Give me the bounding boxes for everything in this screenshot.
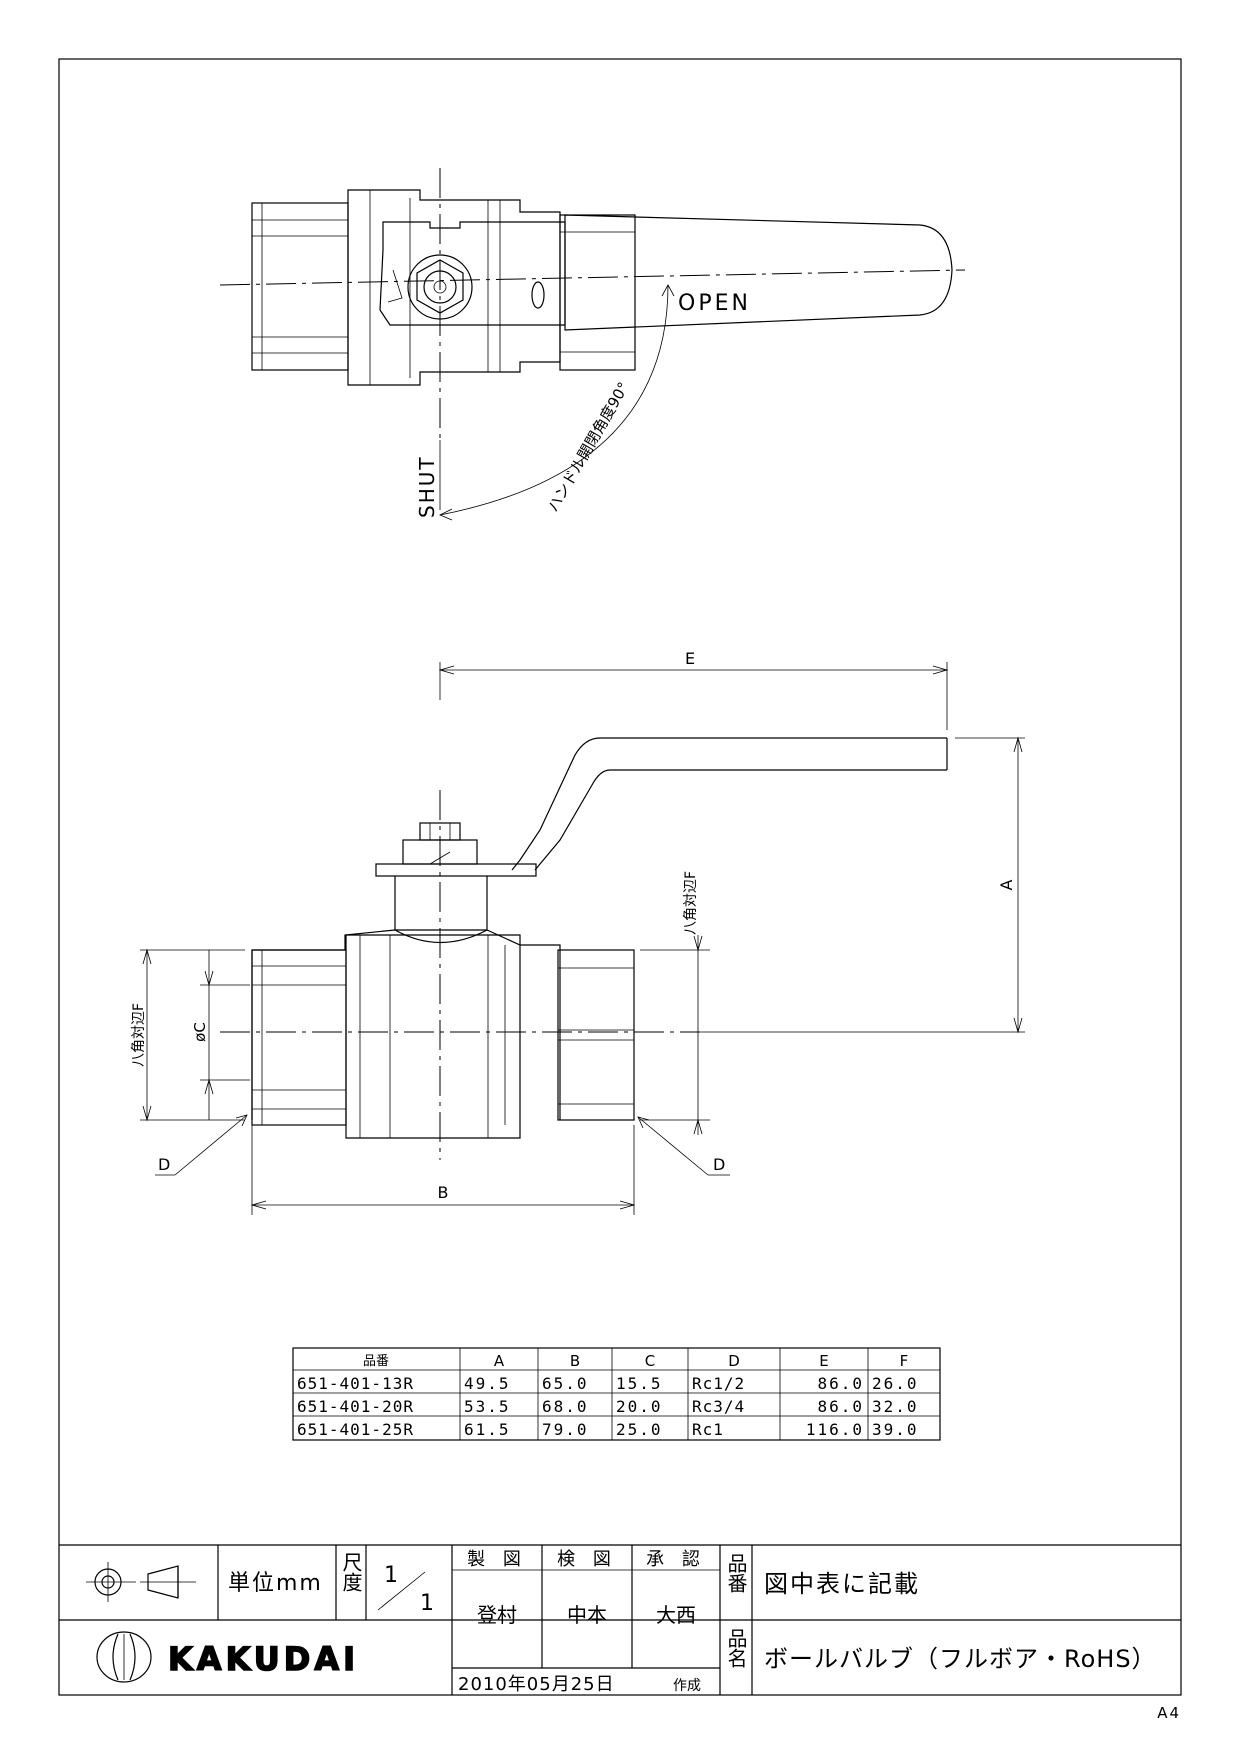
table-cell: 53.5 [464,1397,511,1416]
dim-label-d-left: D [158,1155,170,1174]
made-label: 製 図 [467,1549,527,1570]
scale-numerator: 1 [384,1563,398,1588]
table-header-f: F [900,1352,909,1370]
drawing-date: 2010年05月25日 [458,1674,615,1695]
table-header-c: C [645,1352,655,1370]
spec-table: 品番 A B C D E F 651-401-13R 49.5 65.0 15.… [292,1347,941,1441]
brand-wordmark: KAKUDAI [168,1640,359,1678]
title-block: 単位mm 尺度 1 1 製 図 検 図 承 認 登村 中本 大西 2010年05… [59,1544,1181,1695]
table-header-a: A [494,1352,505,1370]
dim-label-f-left: 八角対辺F [131,1003,147,1067]
table-header-b: B [570,1352,580,1370]
dim-label-b: B [438,1183,449,1202]
front-view-right-hex [557,949,635,1121]
front-view-ball-housing [345,934,521,1139]
approve-label: 承 認 [646,1549,706,1570]
handle-rotation-arc [439,284,669,516]
dim-label-c: øC [191,1022,209,1042]
table-cell: 86.0 [817,1374,864,1393]
dim-label-f-right: 八角対辺F [683,871,699,935]
table-cell: 86.0 [817,1397,864,1416]
top-view: OPEN SHUT ハンドル開閉角度90° [219,168,966,521]
table-header-part-no: 品番 [363,1354,389,1369]
table-cell: 25.0 [616,1420,663,1439]
top-view-body [347,189,561,386]
table-cell: Rc3/4 [692,1397,745,1416]
third-angle-projection-icon [86,1562,196,1602]
top-view-stem-plate [379,221,566,326]
front-view: E [131,649,1025,1215]
approved-by: 大西 [656,1603,696,1627]
table-cell: 68.0 [542,1397,589,1416]
leader-d-right [637,1116,709,1176]
table-cell: 61.5 [464,1420,511,1439]
kakudai-logo-icon [96,1631,152,1683]
table-cell: 49.5 [464,1374,511,1393]
table-cell: Rc1 [692,1420,724,1439]
table-cell: 65.0 [542,1374,589,1393]
table-cell: 651-401-13R [297,1374,414,1393]
dim-label-a: A [997,879,1016,890]
table-cell: 26.0 [872,1374,919,1393]
spec-table-border [292,1347,941,1441]
part-no-value: 図中表に記載 [764,1570,920,1598]
sheet-border [58,58,1182,1696]
front-view-body-outline [251,929,561,1120]
top-view-left-nut [251,202,349,371]
table-cell: Rc1/2 [692,1374,745,1393]
scale-label: 尺度 [339,1552,363,1592]
part-name-value: ボールバルブ（フルボア・RoHS） [764,1645,1157,1673]
top-view-handle [564,214,953,331]
sheet-size: A4 [1157,1704,1181,1722]
front-view-handle-top [511,737,947,871]
dim-label-e: E [685,649,695,668]
scale-denominator: 1 [420,1591,434,1616]
front-view-handle-bottom [534,769,947,871]
front-view-left-end [251,949,347,1126]
table-cell: 79.0 [542,1420,589,1439]
table-cell: 651-401-25R [297,1420,414,1439]
table-cell: 20.0 [616,1397,663,1416]
part-name-label: 品名 [724,1628,748,1668]
top-view-centerline-h [219,269,966,286]
part-no-label: 品番 [724,1553,748,1593]
top-view-right-nut [559,214,636,371]
table-header-e: E [819,1352,828,1370]
table-cell: 15.5 [616,1374,663,1393]
check-label: 検 図 [557,1549,617,1570]
label-open: OPEN [678,291,751,316]
made-by: 登村 [477,1603,517,1627]
label-shut: SHUT [415,455,439,518]
table-cell: 32.0 [872,1397,919,1416]
table-cell: 651-401-20R [297,1397,414,1416]
unit-label: 単位mm [228,1571,323,1596]
created-label: 作成 [673,1678,701,1694]
leader-d-left [174,1114,248,1176]
dim-label-d-right: D [713,1155,725,1174]
table-cell: 116.0 [806,1420,864,1439]
table-header-d: D [728,1352,740,1370]
checked-by: 中本 [567,1603,607,1627]
label-angle-note: ハンドル開閉角度90° [544,379,633,515]
table-cell: 39.0 [872,1420,919,1439]
